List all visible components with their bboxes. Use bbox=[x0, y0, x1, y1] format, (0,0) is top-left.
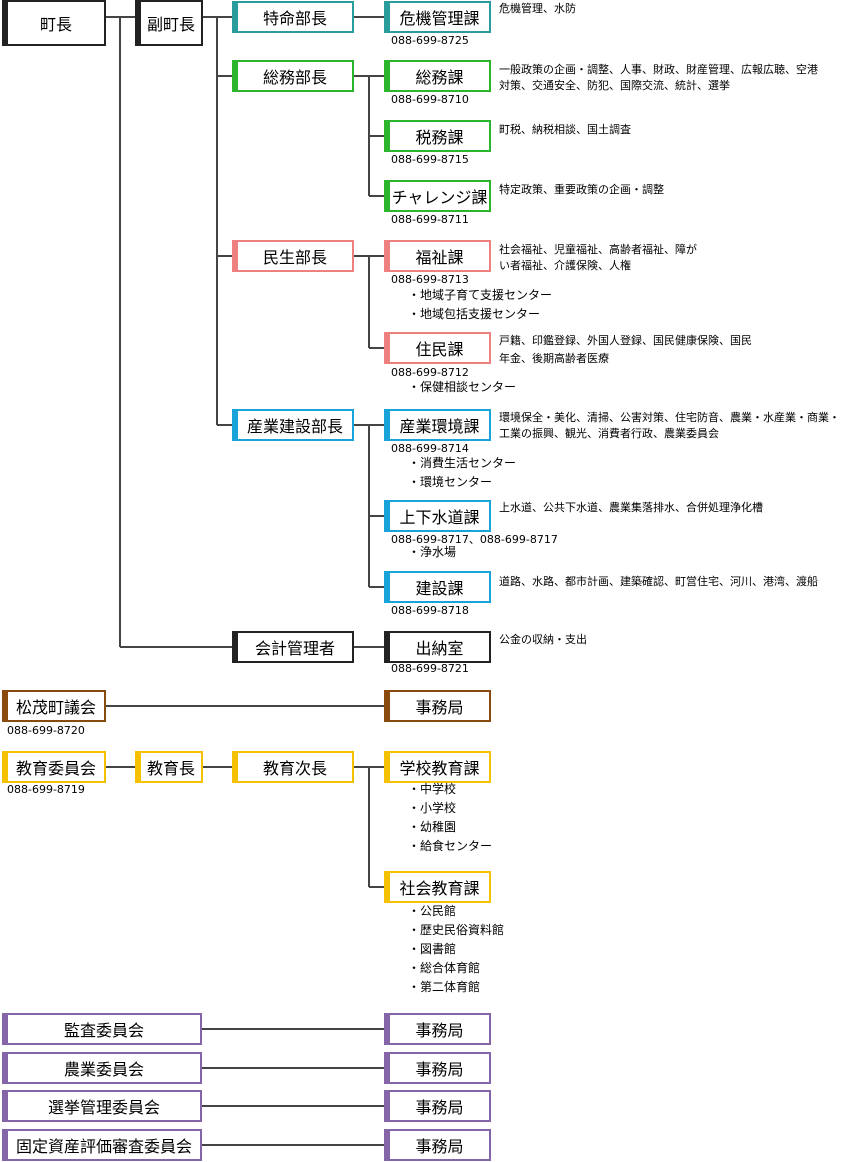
council-office-box: 事務局 bbox=[384, 690, 491, 722]
section-fukushi: 福祉課 bbox=[384, 240, 491, 272]
section-challenge: チャレンジ課 bbox=[384, 180, 491, 212]
council-box: 松茂町議会 bbox=[2, 690, 106, 722]
tel-kensetsu: 088-699-8718 bbox=[391, 604, 469, 617]
dept-kaikei: 会計管理者 bbox=[232, 631, 354, 663]
tel-challenge: 088-699-8711 bbox=[391, 213, 469, 226]
committee-property-office: 事務局 bbox=[384, 1129, 491, 1161]
section-somuka: 総務課 bbox=[384, 60, 491, 92]
desc-jumin: 戸籍、印鑑登録、外国人登録、国民健康保険、国民年金、後期高齢者医療 bbox=[499, 334, 752, 365]
tel-council: 088-699-8720 bbox=[7, 724, 85, 737]
sub-item: 第二体育館 bbox=[408, 978, 504, 997]
tel-education: 088-699-8719 bbox=[7, 783, 85, 796]
sub-item: 地域包括支援センター bbox=[408, 305, 552, 324]
sub-item: 浄水場 bbox=[408, 543, 456, 562]
section-zeimu: 税務課 bbox=[384, 120, 491, 152]
committee-election-office: 事務局 bbox=[384, 1090, 491, 1122]
desc-challenge: 特定政策、重要政策の企画・調整 bbox=[499, 183, 664, 196]
tel-zeimu: 088-699-8715 bbox=[391, 153, 469, 166]
sub-item: 小学校 bbox=[408, 799, 492, 818]
subs-fukushi: 地域子育て支援センター 地域包括支援センター bbox=[408, 286, 552, 324]
superintendent-box: 教育長 bbox=[135, 751, 203, 783]
tel-fukushi: 088-699-8713 bbox=[391, 273, 469, 286]
sub-item: 中学校 bbox=[408, 780, 492, 799]
tel-suito: 088-699-8721 bbox=[391, 662, 469, 675]
committee-property: 固定資産評価審査委員会 bbox=[2, 1129, 202, 1161]
sub-item: 地域子育て支援センター bbox=[408, 286, 552, 305]
subs-sangyokankyo: 消費生活センター 環境センター bbox=[408, 454, 516, 492]
subs-jogesuido: 浄水場 bbox=[408, 543, 456, 562]
tel-somuka: 088-699-8710 bbox=[391, 93, 469, 106]
dept-tokumei: 特命部長 bbox=[232, 1, 354, 33]
desc-jogesuido: 上水道、公共下水道、農業集落排水、合併処理浄化槽 bbox=[499, 501, 763, 514]
dept-somu: 総務部長 bbox=[232, 60, 354, 92]
tel-sangyokankyo: 088-699-8714 bbox=[391, 442, 469, 455]
mayor-box: 町長 bbox=[2, 0, 106, 46]
desc-fukushi: 社会福祉、児童福祉、高齢者福祉、障がい者福祉、介護保険、人権 bbox=[499, 243, 697, 272]
desc-zeimu: 町税、納税相談、国土調査 bbox=[499, 123, 631, 136]
section-school: 学校教育課 bbox=[384, 751, 491, 783]
section-kensetsu: 建設課 bbox=[384, 571, 491, 603]
subs-school: 中学校 小学校 幼稚園 給食センター bbox=[408, 780, 492, 856]
sub-item: 幼稚園 bbox=[408, 818, 492, 837]
dept-minsei: 民生部長 bbox=[232, 240, 354, 272]
tel-jumin: 088-699-8712 bbox=[391, 366, 469, 379]
sub-item: 環境センター bbox=[408, 473, 516, 492]
sub-item: 図書館 bbox=[408, 940, 504, 959]
sub-item: 公民館 bbox=[408, 902, 504, 921]
subs-jumin: 保健相談センター bbox=[408, 378, 516, 397]
sub-item: 保健相談センター bbox=[408, 378, 516, 397]
desc-somuka: 一般政策の企画・調整、人事、財政、財産管理、広報広聴、空港対策、交通安全、防犯、… bbox=[499, 63, 818, 92]
desc-kiki: 危機管理、水防 bbox=[499, 2, 576, 15]
committee-agriculture: 農業委員会 bbox=[2, 1052, 202, 1084]
section-suito: 出納室 bbox=[384, 631, 491, 663]
sub-item: 消費生活センター bbox=[408, 454, 516, 473]
deputy-superintendent-box: 教育次長 bbox=[232, 751, 354, 783]
committee-audit: 監査委員会 bbox=[2, 1013, 202, 1045]
sub-item: 総合体育館 bbox=[408, 959, 504, 978]
vice-mayor-box: 副町長 bbox=[135, 0, 203, 46]
desc-sangyokankyo: 環境保全・美化、清掃、公害対策、住宅防音、農業・水産業・商業・工業の振興、観光、… bbox=[499, 411, 840, 440]
subs-social: 公民館 歴史民俗資料館 図書館 総合体育館 第二体育館 bbox=[408, 902, 504, 997]
desc-kensetsu: 道路、水路、都市計画、建築確認、町営住宅、河川、港湾、渡船 bbox=[499, 575, 818, 588]
section-kiki: 危機管理課 bbox=[384, 1, 491, 33]
committee-agriculture-office: 事務局 bbox=[384, 1052, 491, 1084]
section-sangyokankyo: 産業環境課 bbox=[384, 409, 491, 441]
committee-audit-office: 事務局 bbox=[384, 1013, 491, 1045]
section-social: 社会教育課 bbox=[384, 871, 491, 903]
section-jogesuido: 上下水道課 bbox=[384, 500, 491, 532]
tel-kiki: 088-699-8725 bbox=[391, 34, 469, 47]
desc-suito: 公金の収納・支出 bbox=[499, 633, 587, 646]
sub-item: 給食センター bbox=[408, 837, 492, 856]
section-jumin: 住民課 bbox=[384, 332, 491, 364]
dept-sangyo: 産業建設部長 bbox=[232, 409, 354, 441]
committee-election: 選挙管理委員会 bbox=[2, 1090, 202, 1122]
sub-item: 歴史民俗資料館 bbox=[408, 921, 504, 940]
education-board-box: 教育委員会 bbox=[2, 751, 106, 783]
